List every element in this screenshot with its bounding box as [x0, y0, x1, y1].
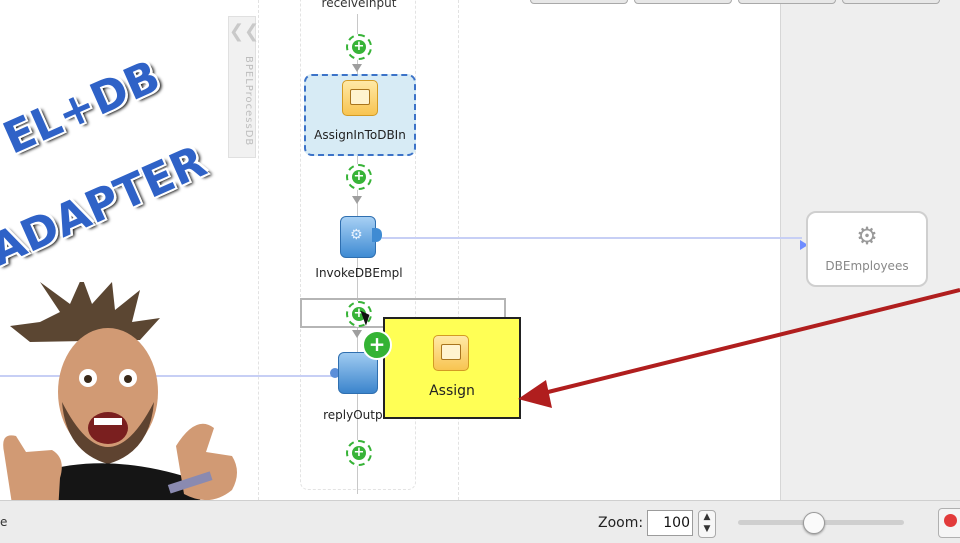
plus-icon: + [352, 445, 366, 460]
zoom-label: Zoom: [598, 515, 644, 531]
assign-activity-label: AssignInToDBIn [314, 128, 406, 142]
assign-icon [342, 80, 378, 116]
person-teeth [94, 418, 122, 425]
invoke-activity-label: InvokeDBEmpl [315, 266, 403, 280]
person-bracelet [167, 471, 213, 494]
flow-arrow-3 [352, 330, 362, 338]
sequence-scope [300, 0, 416, 490]
partner-link-label: DBEmployees [825, 259, 909, 273]
dragged-activity-label: Assign [429, 383, 475, 399]
collapse-icon[interactable]: ❮❮ [229, 21, 260, 42]
plus-icon: + [362, 330, 392, 360]
add-activity-slot-4[interactable]: + [346, 440, 372, 466]
person-face [58, 328, 158, 456]
partner-link-arrow [800, 240, 808, 250]
red-arrow-head [518, 380, 552, 408]
assign-icon [433, 335, 469, 371]
search-icon[interactable] [938, 508, 960, 538]
add-activity-slot-2[interactable]: + [346, 164, 372, 190]
person-pupil-left [84, 375, 92, 383]
receive-activity-label: receiveInput [321, 0, 397, 10]
lane-divider-right [458, 0, 459, 500]
lane-divider-left [258, 0, 259, 500]
person-mouth [88, 412, 128, 444]
zoom-input[interactable]: 100 [647, 510, 693, 536]
person-pupil-right [124, 375, 132, 383]
reply-activity-label: replyOutput [323, 408, 395, 422]
assign-activity-selected[interactable]: AssignInToDBIn [304, 74, 416, 156]
reply-port [330, 368, 340, 378]
dragged-assign-activity[interactable]: Assign [383, 317, 521, 419]
invoke-port [372, 228, 382, 242]
flow-arrow-2 [352, 196, 362, 204]
zoom-slider-thumb[interactable] [802, 512, 825, 534]
plus-icon: + [352, 169, 366, 184]
process-name-label: BPELProcessDB [243, 55, 254, 147]
plus-icon: + [352, 39, 366, 54]
add-activity-slot-3[interactable]: + [346, 301, 372, 327]
reply-partner-link-line [0, 375, 332, 377]
plus-icon: + [352, 306, 366, 321]
add-activity-slot-1[interactable]: + [346, 34, 372, 60]
gear-icon: ⚙ [856, 222, 878, 250]
red-arrow-shaft [539, 288, 960, 396]
db-adapter-partner-link[interactable]: ⚙ DBEmployees [806, 211, 928, 287]
status-bar: e Zoom: 100 ▲▼ [0, 500, 960, 543]
invoke-partner-link-line [382, 237, 802, 239]
process-collapse-tab[interactable]: ❮❮ BPELProcessDB [228, 16, 260, 158]
status-text: e [0, 515, 8, 529]
flow-arrow-1 [352, 64, 362, 72]
person-hair [10, 282, 160, 342]
person-beard [62, 402, 154, 464]
zoom-stepper[interactable]: ▲▼ [698, 510, 716, 538]
person-thumb-left [3, 435, 62, 516]
